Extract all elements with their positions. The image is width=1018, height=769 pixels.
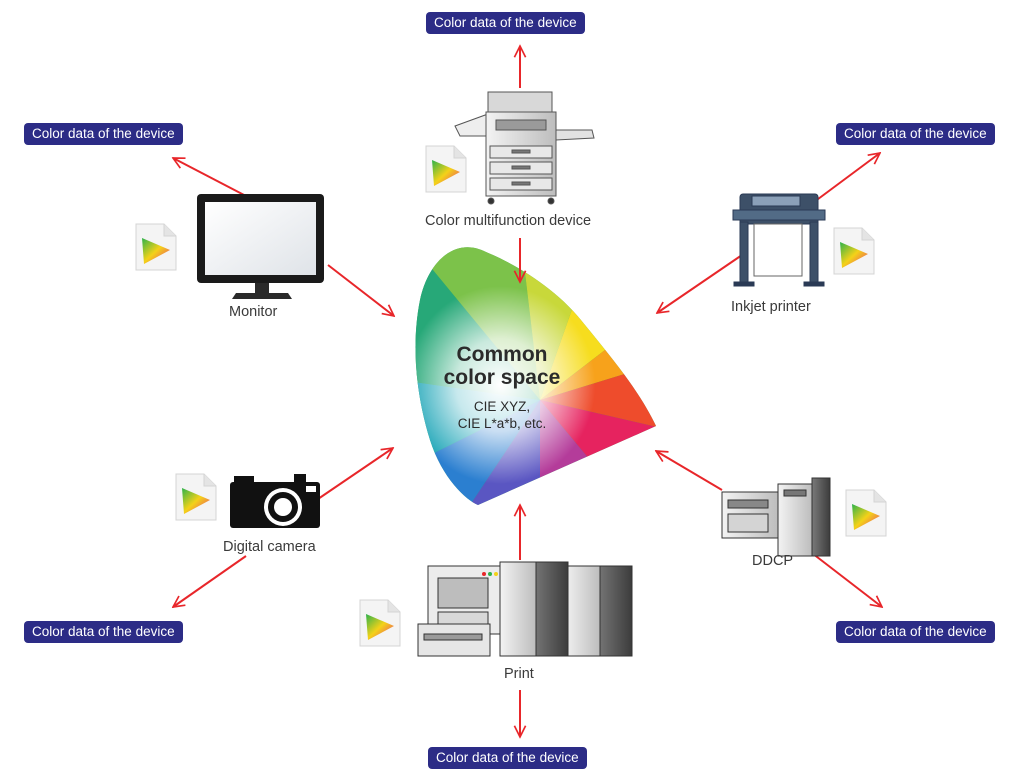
badge-monitor-output: Color data of the device [24, 123, 183, 145]
arrow-monitor-up [173, 157, 247, 197]
center-subtitle: CIE XYZ, CIE L*a*b, etc. [422, 398, 582, 432]
center-sub-line2: CIE L*a*b, etc. [457, 416, 547, 431]
center-title: Common color space [432, 343, 572, 389]
profile-icon-camera [175, 473, 217, 521]
label-print: Print [504, 666, 534, 682]
multifunction-device-icon [454, 91, 595, 205]
digital-camera-icon [230, 474, 320, 528]
profile-icon-monitor [135, 223, 177, 271]
ddcp-icon [721, 477, 831, 557]
badge-camera-output: Color data of the device [24, 621, 183, 643]
label-monitor: Monitor [229, 304, 278, 320]
arrow-ddcp-down [807, 549, 882, 607]
badge-mfd-output: Color data of the device [426, 12, 585, 34]
badge-ddcp-output: Color data of the device [836, 621, 995, 643]
arrow-camera-down [173, 555, 247, 607]
badge-print-output: Color data of the device [428, 747, 587, 769]
printing-press-icon [417, 561, 633, 657]
center-title-line1: Common [456, 343, 548, 366]
center-sub-line1: CIE XYZ, [473, 399, 531, 414]
label-ddcp: DDCP [752, 553, 794, 569]
inkjet-printer-icon [732, 193, 826, 287]
arrow-monitor-to-center [327, 264, 394, 316]
monitor-icon [197, 194, 324, 299]
profile-icon-mfd [425, 145, 467, 193]
profile-icon-ddcp [845, 489, 887, 537]
label-multifunction-device: Color multifunction device [425, 213, 592, 229]
profile-icon-inkjet [833, 227, 875, 275]
profile-icon-print [359, 599, 401, 647]
arrow-ddcp-to-center [656, 451, 723, 491]
label-inkjet-printer: Inkjet printer [731, 299, 811, 315]
arrow-camera-to-center [317, 448, 393, 500]
arrows [173, 46, 882, 737]
badge-inkjet-output: Color data of the device [836, 123, 995, 145]
profile-icons [135, 145, 887, 647]
center-title-line2: color space [443, 366, 561, 389]
arrow-inkjet-to-center [657, 254, 743, 313]
label-digital-camera: Digital camera [223, 539, 316, 555]
